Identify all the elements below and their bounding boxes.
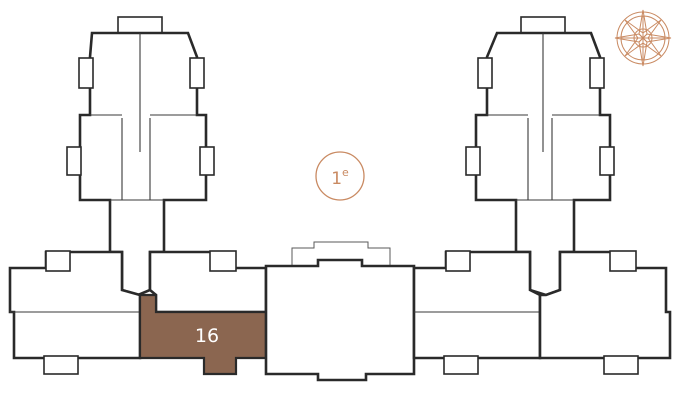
block-outline: [148, 250, 268, 314]
balcony: [189, 57, 205, 89]
floor-badge-circle: [315, 151, 365, 201]
balcony: [209, 250, 237, 272]
middle-left-block: 16: [138, 250, 268, 376]
floor-number: 1e: [331, 166, 349, 189]
block-outline: [264, 258, 416, 382]
balcony: [199, 146, 215, 176]
block-outline: [538, 250, 672, 360]
left-wing: [66, 16, 215, 297]
block-outline: [412, 250, 542, 360]
roof-outline: [291, 241, 391, 267]
balcony: [43, 355, 79, 375]
balcony: [66, 146, 82, 176]
balcony: [520, 16, 566, 34]
balcony: [589, 57, 605, 89]
lower-left-block: [8, 250, 142, 375]
balcony: [117, 16, 163, 34]
balcony: [465, 146, 481, 176]
balcony: [443, 355, 479, 375]
balcony: [603, 355, 639, 375]
lower-right-block: [538, 250, 672, 375]
wing-outline: [78, 31, 208, 297]
balcony: [78, 57, 94, 89]
floor-badge: 1e: [315, 151, 365, 201]
middle-right-block: [412, 250, 542, 375]
center-block: [264, 241, 416, 382]
balcony: [45, 250, 71, 272]
balcony: [609, 250, 637, 272]
balcony: [599, 146, 615, 176]
unit-16[interactable]: [138, 293, 268, 376]
compass-rose-icon: [614, 9, 672, 67]
right-wing: [465, 16, 615, 297]
balcony: [445, 250, 471, 272]
block-outline: [8, 250, 142, 360]
unit-label: 16: [195, 325, 219, 347]
balcony: [477, 57, 493, 89]
